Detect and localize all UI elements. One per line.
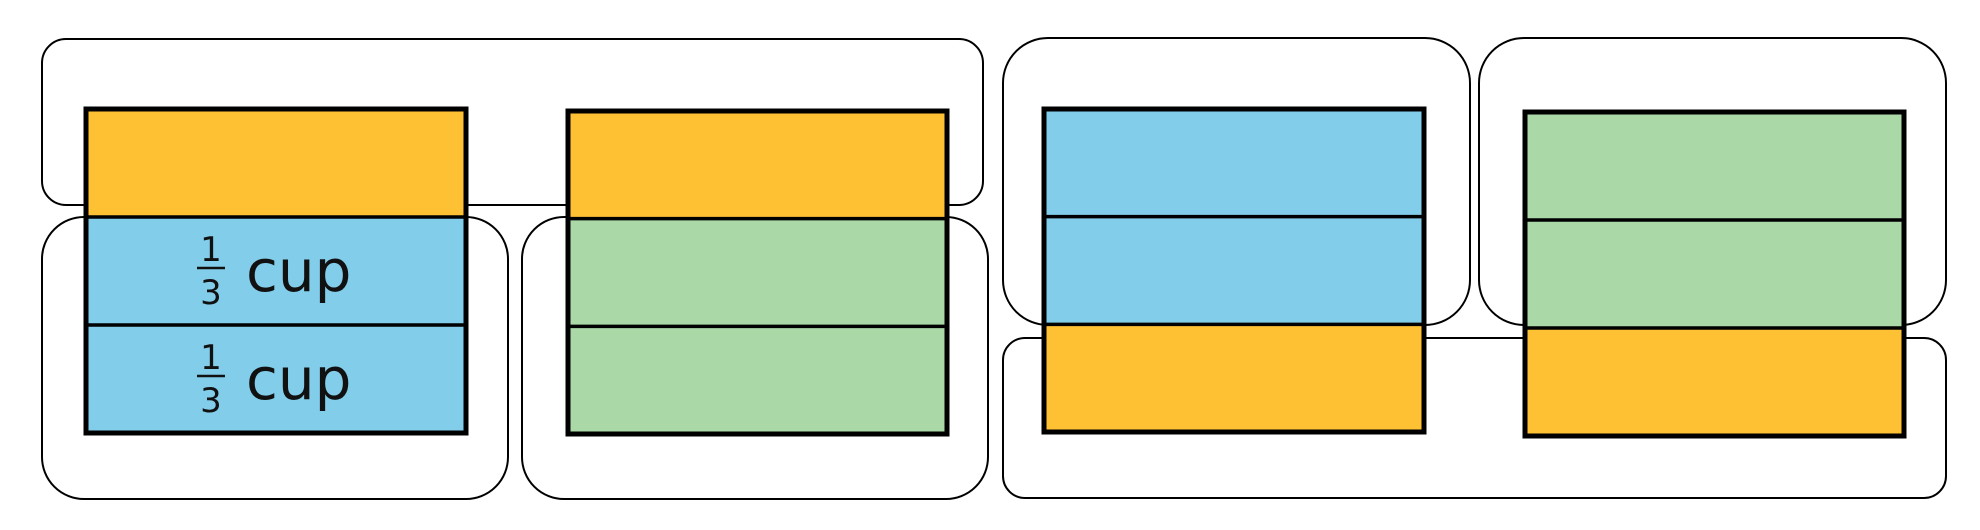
bar-4-segment-2	[1525, 220, 1904, 328]
bar-3-segment-3	[1044, 324, 1424, 432]
fraction-numerator: 1	[200, 230, 222, 270]
bar-2-segment-1	[568, 111, 947, 219]
bar-2-segment-2	[568, 218, 947, 327]
bar-3	[1041, 106, 1427, 435]
bar-3-segment-2	[1044, 216, 1424, 325]
bar-3-segment-1	[1044, 109, 1424, 217]
bar-4-segment-3	[1525, 328, 1904, 436]
unit-label: cup	[246, 237, 351, 305]
fraction-denominator: 3	[200, 381, 222, 421]
bar-1-segment-2	[86, 217, 466, 325]
unit-label: cup	[246, 345, 351, 413]
bar-2	[565, 108, 950, 437]
bar-4-outline	[1522, 109, 1907, 439]
bar-1-outline	[83, 106, 469, 436]
fraction-numerator: 1	[200, 338, 222, 378]
bar-4-segment-1	[1525, 112, 1904, 220]
bar-3-outline	[1041, 106, 1427, 435]
bar-2-segment-3	[568, 326, 947, 434]
bar-2-outline	[565, 108, 950, 437]
bar-4	[1522, 109, 1907, 439]
bar-1-segment-3	[86, 325, 466, 433]
bar-1-segment-1	[86, 109, 466, 217]
group-outline-top-orange-left	[41, 38, 984, 206]
fraction-denominator: 3	[200, 273, 222, 313]
group-outline-bottom-orange-right	[1002, 337, 1947, 499]
